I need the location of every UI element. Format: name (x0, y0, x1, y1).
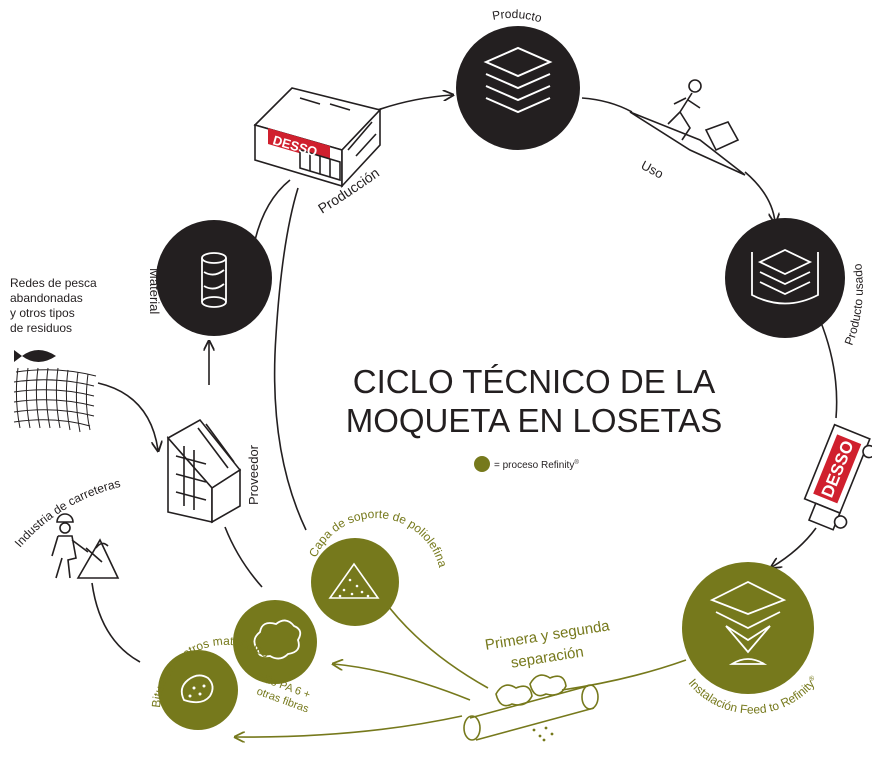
fish-icon (14, 350, 56, 362)
title-line-2: MOQUETA EN LOSETAS (346, 402, 723, 439)
redes-label-line-2: abandonadas (10, 291, 83, 305)
material-circle (156, 220, 272, 336)
yarn-spool-icon (201, 252, 227, 308)
producto-label: Producto (491, 7, 544, 25)
arrow-producto-to-uso (581, 97, 633, 113)
arrow-hilo-to-proveedor (224, 526, 263, 588)
used-tile-stack-icon (751, 249, 819, 305)
redes-label-line-3: y otros tipos (10, 306, 75, 320)
person-walking-icon (629, 79, 746, 176)
arrow-uso-to-producto-usado (744, 171, 775, 222)
feed-funnel-icon (709, 580, 787, 665)
industria-label: Industria de carreteras (12, 476, 122, 550)
redes-node: Redes de pesca abandonadas y otros tipos… (10, 276, 97, 433)
industria-node: Industria de carreteras (12, 476, 122, 579)
legend-label: = proceso Refinity® (494, 459, 579, 471)
title-line-1: CICLO TÉCNICO DE LA (353, 363, 715, 400)
cycle-arrows (91, 95, 838, 663)
proveedor-label: Proveedor (246, 444, 261, 505)
proveedor-node: Proveedor (166, 418, 261, 524)
arrow-produccion-to-producto (371, 95, 452, 113)
arrow-bitumen-to-industria (91, 582, 141, 663)
legend-dot (474, 456, 490, 472)
road-worker-icon (51, 513, 120, 579)
producto-usado-node: Producto usado (725, 218, 866, 347)
arrow-instalacion-to-belt (561, 659, 687, 691)
tile-stack-icon (483, 46, 553, 114)
redes-label-line-1: Redes de pesca (10, 276, 97, 290)
hilo-circle (233, 600, 317, 684)
arrow-belt-to-bitumen (236, 715, 463, 737)
bitumen-node: Bitumen + otros materiales (149, 634, 272, 730)
producto-node: Producto (456, 7, 580, 150)
aggregate-stone-icon (180, 674, 214, 704)
material-label: Material (147, 268, 162, 314)
desso-truck-icon: DESSO (803, 423, 872, 531)
material-node: Material (147, 220, 272, 336)
supplier-building-icon (166, 418, 242, 524)
capa-node: Capa de soporte de poliolefina (306, 507, 450, 626)
hilo-node: Hilo PA 6 + otras fibras (233, 600, 317, 716)
granule-pile-icon (328, 562, 380, 599)
uso-label: Uso (639, 157, 666, 181)
fiber-cloud-icon (253, 619, 302, 660)
producto-usado-label: Producto usado (842, 263, 866, 347)
arrow-belt-to-hilo (334, 664, 471, 701)
arrow-producto-usado-to-truck (819, 319, 838, 419)
bitumen-circle (158, 650, 238, 730)
separation-belt-icon (463, 674, 599, 742)
arrow-truck-to-instalacion (772, 527, 817, 567)
arrow-belt-to-capa (382, 598, 489, 689)
uso-node: Uso (629, 79, 746, 182)
arrow-material-to-produccion (254, 179, 291, 241)
redes-label-line-4: de residuos (10, 321, 72, 335)
instalacion-node: Instalación Feed to Refinity® (682, 562, 817, 717)
arrow-inner-capa-to-produccion (273, 187, 307, 531)
desso-factory-icon (253, 87, 382, 189)
capa-circle (311, 538, 399, 626)
arrow-redes-to-proveedor (97, 382, 158, 450)
producto-usado-circle (725, 218, 845, 338)
fishing-net-icon (13, 367, 97, 433)
refinity-arrows (236, 598, 687, 737)
